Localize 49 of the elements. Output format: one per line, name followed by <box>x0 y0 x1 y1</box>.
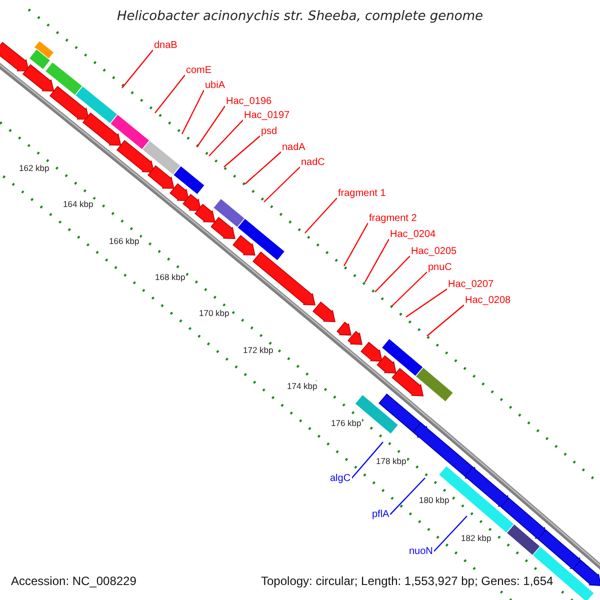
gene-label: comE <box>185 65 213 77</box>
gene-label: pnuC <box>427 262 453 274</box>
gene-label: dnaB <box>153 40 178 52</box>
footer-text: Topology: circular; Length: 1,553,927 bp; Genes: 1,654 <box>259 574 556 589</box>
tick-label: 180 kbp <box>418 495 450 505</box>
gene-label: Hac_0208 <box>464 295 512 307</box>
tick-label: 172 kbp <box>242 345 274 355</box>
leader-line <box>343 222 369 266</box>
tick-label: 176 kbp <box>330 418 362 428</box>
tick-label: 178 kbp <box>375 456 408 466</box>
leader-line <box>154 74 186 114</box>
leader-line <box>264 166 300 202</box>
gene-label: Hac_0204 <box>389 229 437 241</box>
gene-label: nadA <box>281 142 306 154</box>
gene-label: psd <box>260 126 278 138</box>
tick-label: 168 kbp <box>154 272 186 282</box>
tick-label: 174 kbp <box>286 381 318 391</box>
leader-line <box>406 288 448 318</box>
leader-line <box>244 152 282 184</box>
gene-label: fragment 1 <box>337 188 387 200</box>
leader-line <box>224 136 260 168</box>
tick-label: 170 kbp <box>198 308 230 318</box>
gene-label: Hac_0197 <box>243 110 291 122</box>
leader-line <box>374 256 410 292</box>
tick-label: 182 kbp <box>460 533 492 543</box>
gene-label: fragment 2 <box>368 213 418 225</box>
leader-line <box>181 90 205 134</box>
leader-line <box>351 442 384 479</box>
footer-text: Accession: NC_008229 <box>9 574 138 589</box>
gene-label: ubiA <box>204 80 226 92</box>
gene-label: algC <box>329 473 352 485</box>
gene-label: nadC <box>300 157 326 169</box>
leader-line <box>426 304 464 336</box>
gene-label: Hac_0196 <box>225 96 273 108</box>
title: Helicobacter acinonychis str. Sheeba, complete genome <box>116 9 484 24</box>
leader-line <box>390 478 426 515</box>
leader-line <box>364 238 390 282</box>
gene-label: pflA <box>371 509 390 521</box>
leader-line <box>196 106 226 148</box>
leader-line <box>392 272 428 306</box>
tick-label: 162 kbp <box>18 163 50 173</box>
leader-line <box>304 198 338 234</box>
tick-label: 164 kbp <box>62 199 94 209</box>
leader-line <box>122 50 154 88</box>
tick-label: 166 kbp <box>108 236 140 246</box>
gene-label: Hac_0207 <box>447 279 495 291</box>
gene-label: Hac_0205 <box>410 246 458 258</box>
leader-line <box>433 516 468 552</box>
leader-line <box>208 120 244 156</box>
